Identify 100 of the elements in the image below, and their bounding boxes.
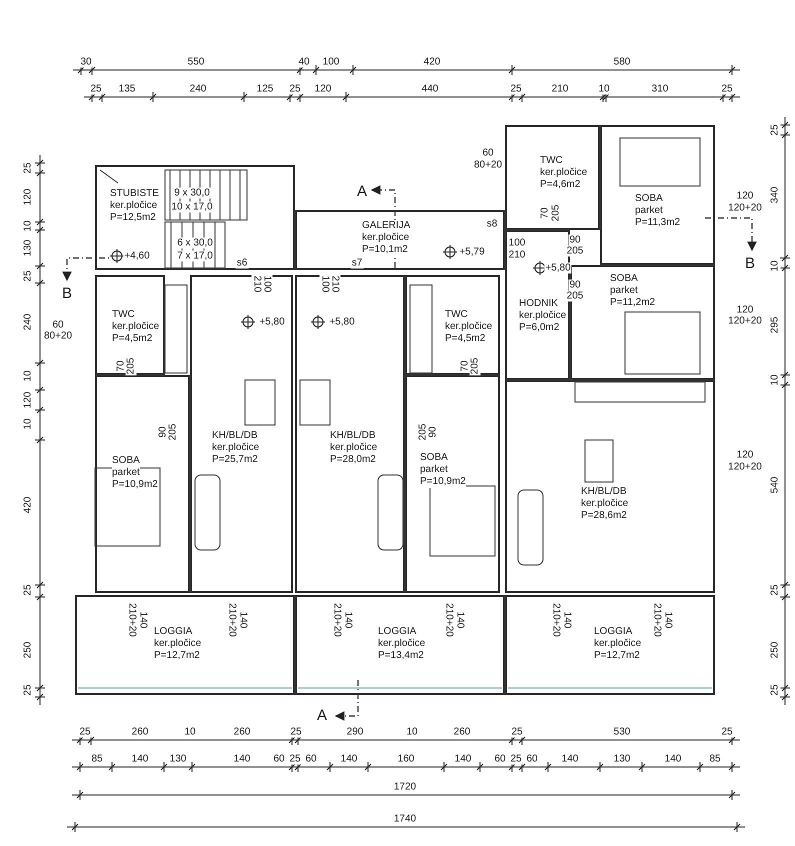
dimension-value: 25 — [510, 726, 524, 738]
dimension-value: 25 — [22, 683, 34, 697]
dimension-value: 140 — [340, 754, 358, 764]
dimension-value: 100 — [322, 56, 340, 68]
door-width: 90 — [568, 280, 582, 290]
dimension-value: 10 — [22, 219, 34, 233]
door-width: 100 — [262, 274, 272, 294]
room-area: P=4,5m2 — [445, 333, 486, 345]
door-width: 70 — [116, 359, 126, 373]
floor-finish: ker.pločice — [154, 638, 202, 650]
dimension-value: 240 — [188, 84, 208, 94]
dimension-value: 10 — [22, 369, 34, 383]
door-height: 210+20 — [226, 602, 238, 638]
window-width: 60 — [481, 148, 495, 158]
door-width: 70 — [540, 206, 550, 220]
door-width: 140 — [454, 610, 466, 630]
level-label: +4,60 — [123, 250, 151, 262]
dimension-value: 250 — [22, 640, 34, 660]
dimension-value: 420 — [22, 496, 34, 514]
floor-finish: parket — [420, 464, 448, 476]
dimension-value: 120 — [22, 188, 34, 206]
room-area: P=28,6m2 — [581, 510, 627, 522]
level-label: +5,79 — [458, 246, 486, 258]
floor-finish: ker.pločice — [112, 321, 160, 333]
dimension-value: 85 — [708, 754, 722, 764]
door-width: 140 — [342, 610, 354, 630]
dimension-value: 290 — [346, 726, 364, 738]
dimension-value: 135 — [118, 84, 136, 94]
dimension-value: 25 — [720, 84, 734, 94]
dimension-value: 25 — [509, 84, 523, 94]
dimension-value: 25 — [770, 683, 780, 697]
dimension-value: 250 — [770, 640, 780, 660]
window-width: 120 — [736, 304, 754, 316]
dimension-value: 60 — [493, 754, 507, 764]
room-area: P=10,1m2 — [362, 244, 408, 256]
floor-finish: ker.pločice — [110, 200, 158, 212]
dimension-value: 25 — [22, 583, 34, 597]
dimension-value: 10 — [183, 726, 197, 738]
dimension-value: 260 — [232, 726, 252, 738]
door-height: 210 — [252, 274, 262, 294]
dimension-value: 25 — [288, 84, 302, 94]
door-height: 205 — [566, 246, 584, 256]
room-area: P=12,7m2 — [594, 650, 640, 662]
dimension-value: 550 — [186, 56, 206, 68]
dimension-value: 295 — [770, 316, 780, 334]
door-width: 90 — [568, 234, 582, 246]
door-width: 140 — [662, 610, 674, 630]
floor-finish: parket — [610, 285, 638, 297]
door-width: 70 — [460, 359, 470, 373]
room-outline — [95, 375, 190, 593]
stair-note: 10 x 17,0 — [170, 202, 214, 212]
window-width: 120 — [736, 190, 754, 202]
dimension-value: 1720 — [392, 782, 418, 792]
door-height: 210+20 — [332, 602, 342, 638]
dimension-value: 260 — [452, 726, 472, 738]
door-width: 90 — [158, 425, 168, 439]
floor-finish: ker.pločice — [212, 442, 260, 454]
door-height: 205 — [418, 422, 428, 442]
room-area: P=4,6m2 — [540, 179, 580, 191]
room-outline — [405, 375, 500, 593]
door-height: 205 — [566, 290, 584, 302]
door-width: 90 — [428, 425, 438, 439]
dimension-value: 10 — [770, 373, 780, 387]
dimension-value: 10 — [405, 726, 419, 738]
door-height: 210+20 — [550, 602, 562, 638]
dimension-value: 25 — [770, 123, 780, 137]
dimension-value: 140 — [560, 754, 580, 764]
dimension-value: 10 — [22, 417, 34, 431]
window-height: 80+20 — [472, 160, 504, 170]
level-label: +5,80 — [328, 316, 356, 328]
window-width: 120 — [736, 450, 754, 460]
dimension-value: 25 — [22, 269, 34, 283]
dimension-value: 1740 — [392, 814, 418, 824]
window-width: 60 — [51, 320, 65, 330]
dimension-value: 260 — [130, 726, 150, 738]
mark-label: s6 — [236, 258, 248, 268]
dimension-value: 580 — [612, 56, 632, 68]
dimension-value: 25 — [720, 726, 734, 738]
door-height: 205 — [126, 356, 136, 376]
window-height: 120+20 — [727, 462, 763, 472]
dimension-value: 10 — [770, 259, 780, 273]
dimension-value: 10 — [597, 84, 611, 94]
floor-finish: ker.pločice — [362, 232, 410, 244]
dimension-value: 140 — [130, 754, 150, 764]
door-height: 210+20 — [444, 602, 454, 638]
room-area: P=10,9m2 — [112, 479, 158, 491]
dimension-value: 60 — [525, 754, 539, 764]
floor-finish: ker.pločice — [445, 321, 492, 333]
room-area: P=12,5m2 — [110, 212, 156, 224]
room-outline — [600, 125, 715, 265]
window-height: 80+20 — [42, 330, 74, 342]
stair-note: 9 x 30,0 — [173, 188, 211, 198]
floor-finish: ker.pločice — [519, 310, 566, 322]
door-height: 205 — [470, 356, 480, 376]
dimension-value: 25 — [288, 754, 302, 764]
dimension-value: 130 — [168, 754, 188, 764]
dimension-value: 60 — [304, 754, 318, 764]
room-area: P=13,4m2 — [378, 650, 424, 662]
stair-note: 7 x 17,0 — [176, 250, 214, 262]
door-height: 210 — [330, 274, 340, 294]
